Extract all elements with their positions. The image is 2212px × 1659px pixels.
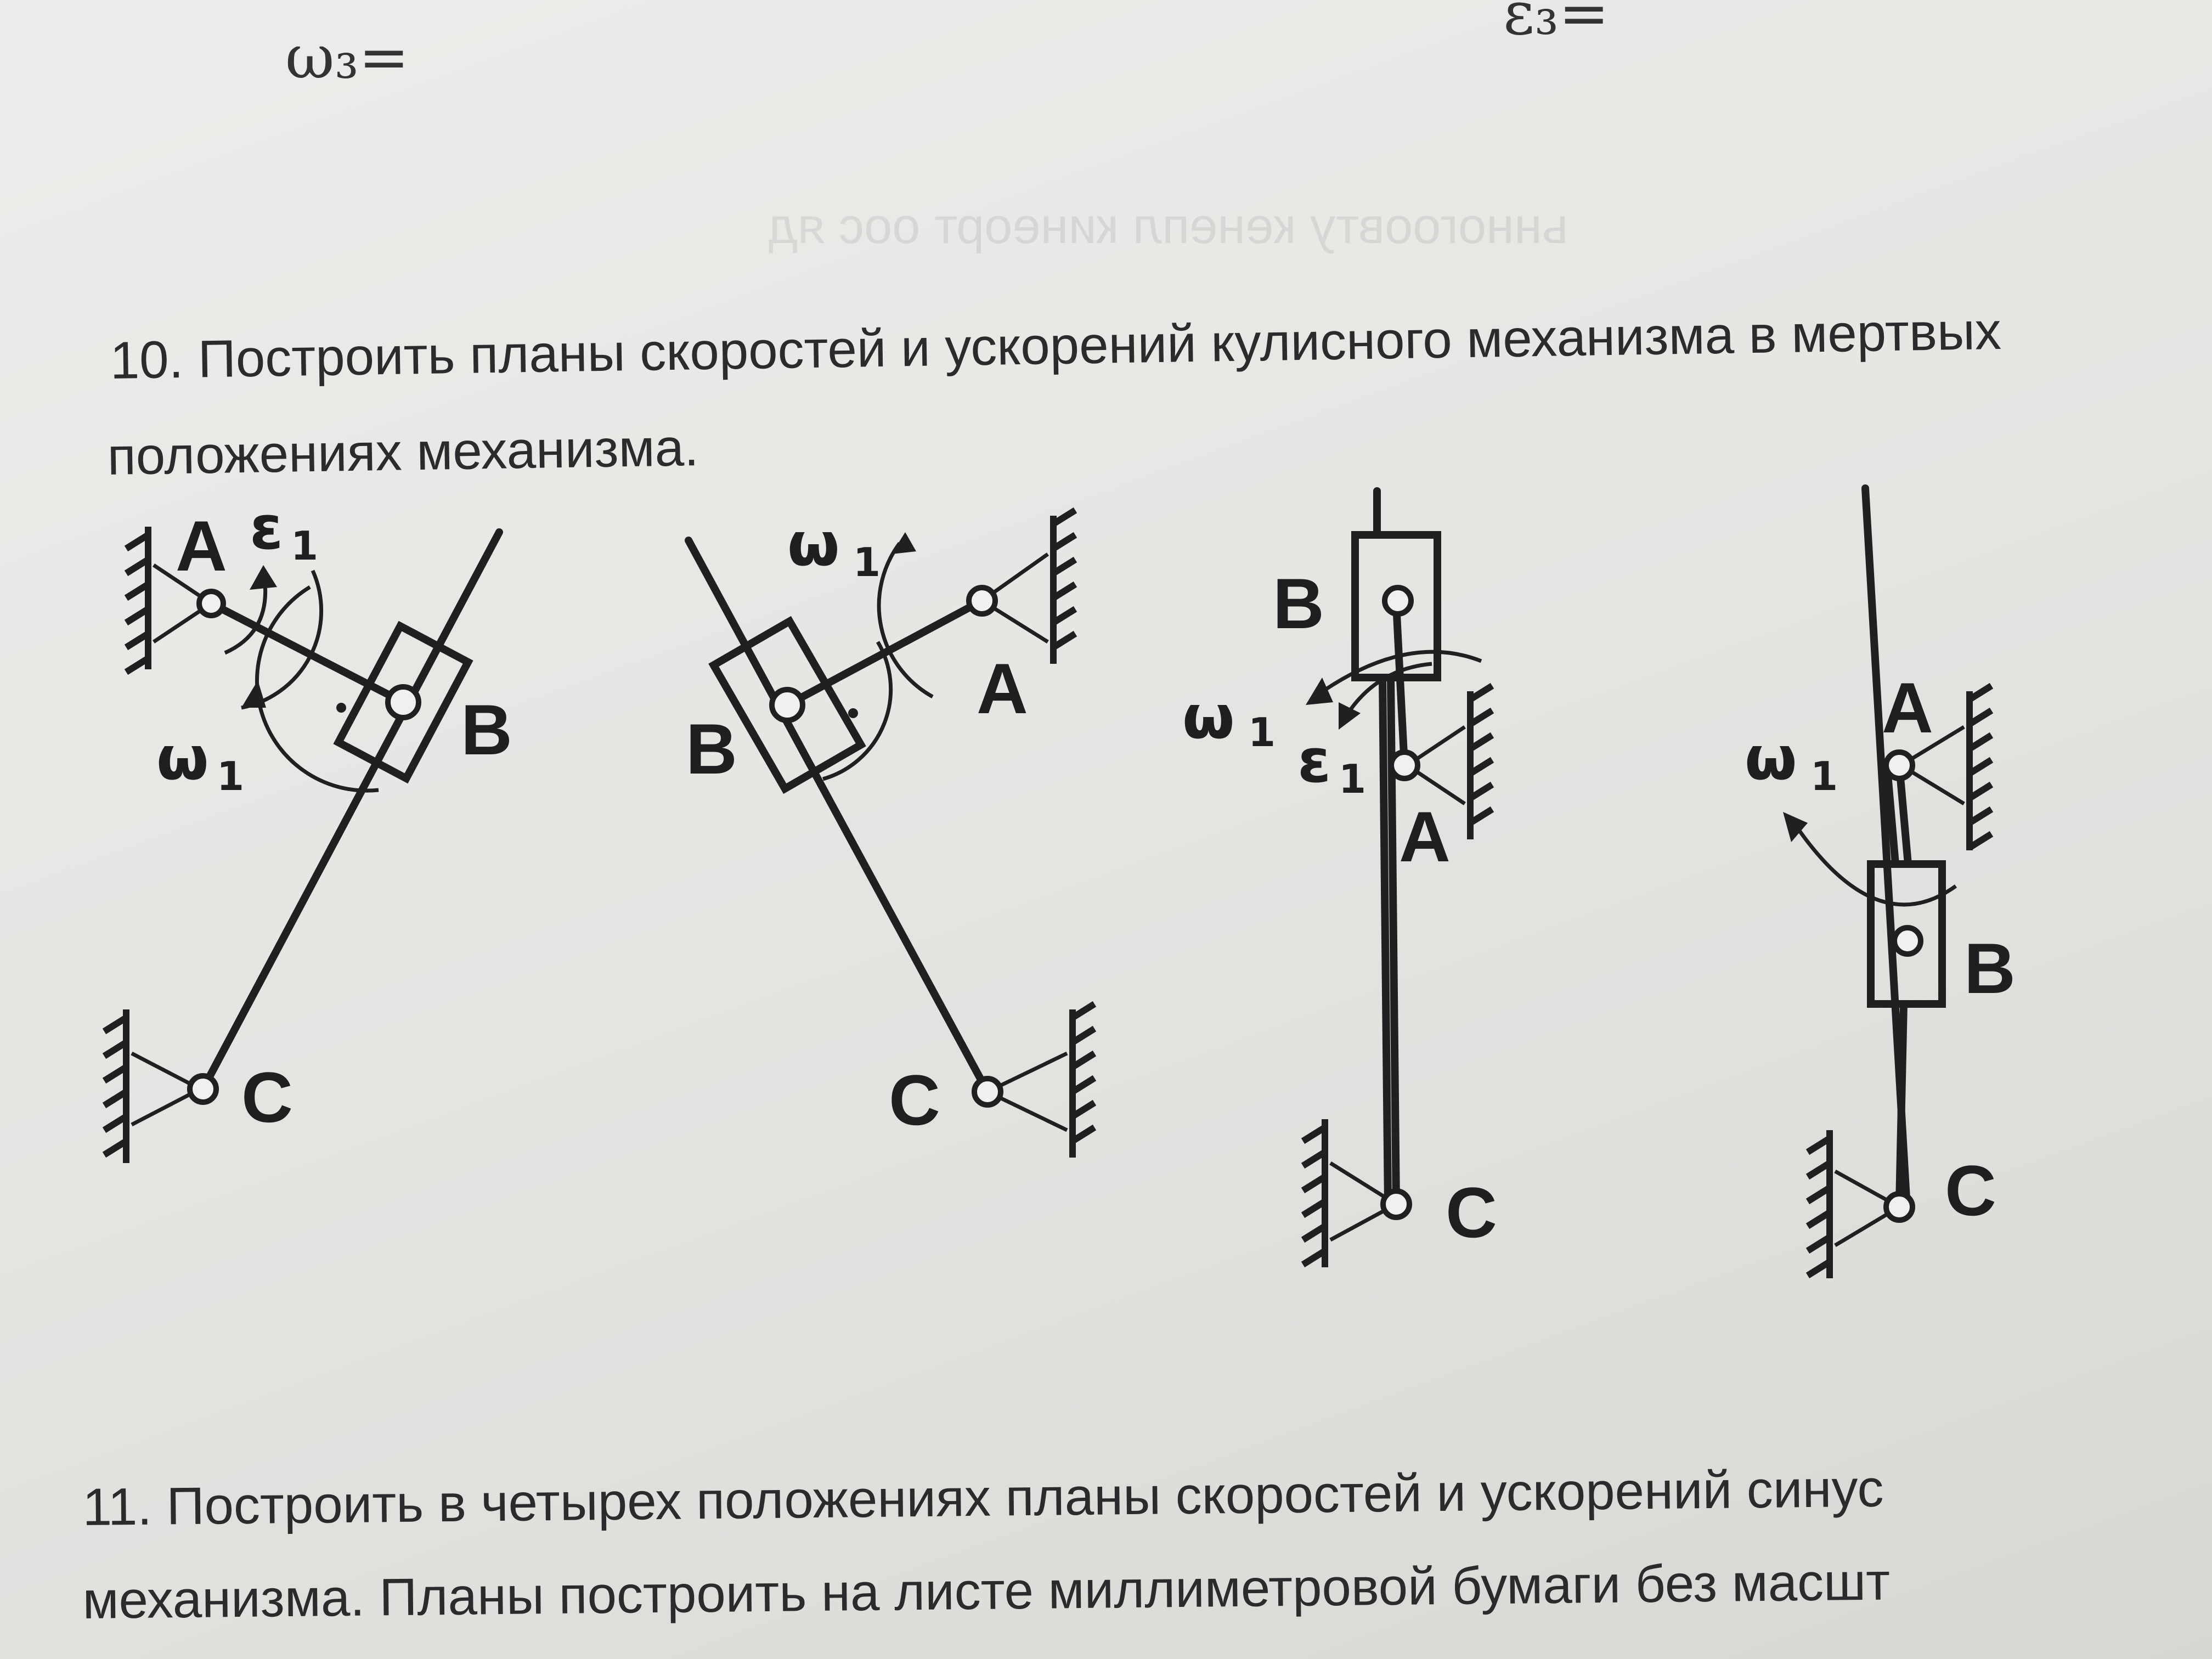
figure-3: B ω 1 ε 1 A C bbox=[1182, 487, 1497, 1268]
ground-support-c bbox=[983, 1001, 1097, 1158]
joint-a bbox=[1883, 749, 1915, 781]
ground-support-a bbox=[1897, 682, 1994, 851]
label-c: C bbox=[889, 1060, 940, 1140]
label-epsilon-sub: 1 bbox=[1339, 756, 1366, 802]
label-omega-sub: 1 bbox=[1248, 709, 1276, 755]
label-omega: ω bbox=[1745, 723, 1797, 793]
label-c: C bbox=[241, 1057, 293, 1137]
joint-b bbox=[1382, 585, 1414, 617]
label-b: B bbox=[686, 709, 737, 789]
ground-support-c bbox=[1301, 1119, 1400, 1268]
label-c: C bbox=[1945, 1150, 1996, 1231]
figure-1: A ε 1 ω 1 B C bbox=[102, 493, 512, 1163]
label-a: A bbox=[176, 506, 227, 586]
label-epsilon: ε bbox=[1297, 726, 1331, 796]
crank-ab bbox=[1392, 600, 1408, 769]
slider-block bbox=[1867, 860, 1946, 1008]
crank-ab bbox=[207, 600, 407, 706]
label-omega-sub: 1 bbox=[853, 539, 881, 585]
figure-2: ω 1 A B C bbox=[685, 507, 1097, 1158]
link-cb bbox=[685, 537, 991, 1096]
label-omega-sub: 1 bbox=[217, 753, 244, 799]
label-a: A bbox=[977, 648, 1028, 729]
label-c: C bbox=[1446, 1172, 1497, 1252]
figure-4: A ω 1 B C bbox=[1745, 484, 2016, 1279]
label-b: B bbox=[1273, 563, 1324, 644]
ground-support-a bbox=[978, 507, 1077, 664]
omega3-label: ω₃= bbox=[285, 22, 409, 92]
ground-support-c bbox=[102, 1009, 205, 1163]
label-omega: ω bbox=[1182, 682, 1235, 752]
joint-b bbox=[1892, 925, 1923, 957]
joint-a bbox=[966, 585, 998, 617]
joint-c bbox=[187, 1073, 219, 1105]
joint-a bbox=[196, 589, 226, 618]
slider-block bbox=[708, 616, 866, 794]
label-a: A bbox=[1399, 797, 1451, 877]
epsilon3-label: ε₃= bbox=[1503, 0, 1610, 48]
label-b: B bbox=[461, 690, 512, 770]
joint-b bbox=[385, 684, 421, 720]
label-epsilon: ε bbox=[250, 493, 283, 563]
label-a: A bbox=[1882, 668, 1933, 748]
label-omega: ω bbox=[156, 723, 209, 793]
link-cb bbox=[199, 528, 503, 1093]
joint-c bbox=[972, 1076, 1003, 1108]
joint-c bbox=[1883, 1191, 1915, 1223]
label-omega-sub: 1 bbox=[1810, 753, 1838, 799]
label-omega: ω bbox=[787, 509, 840, 579]
crank-ab bbox=[1895, 761, 1912, 868]
ground-support-c bbox=[1805, 1130, 1904, 1279]
joint-a bbox=[1389, 749, 1420, 781]
label-b: B bbox=[1964, 928, 2016, 1008]
label-epsilon-sub: 1 bbox=[291, 523, 318, 569]
joint-b bbox=[769, 687, 805, 723]
joint-c bbox=[1380, 1188, 1412, 1220]
slider-block bbox=[333, 620, 473, 784]
